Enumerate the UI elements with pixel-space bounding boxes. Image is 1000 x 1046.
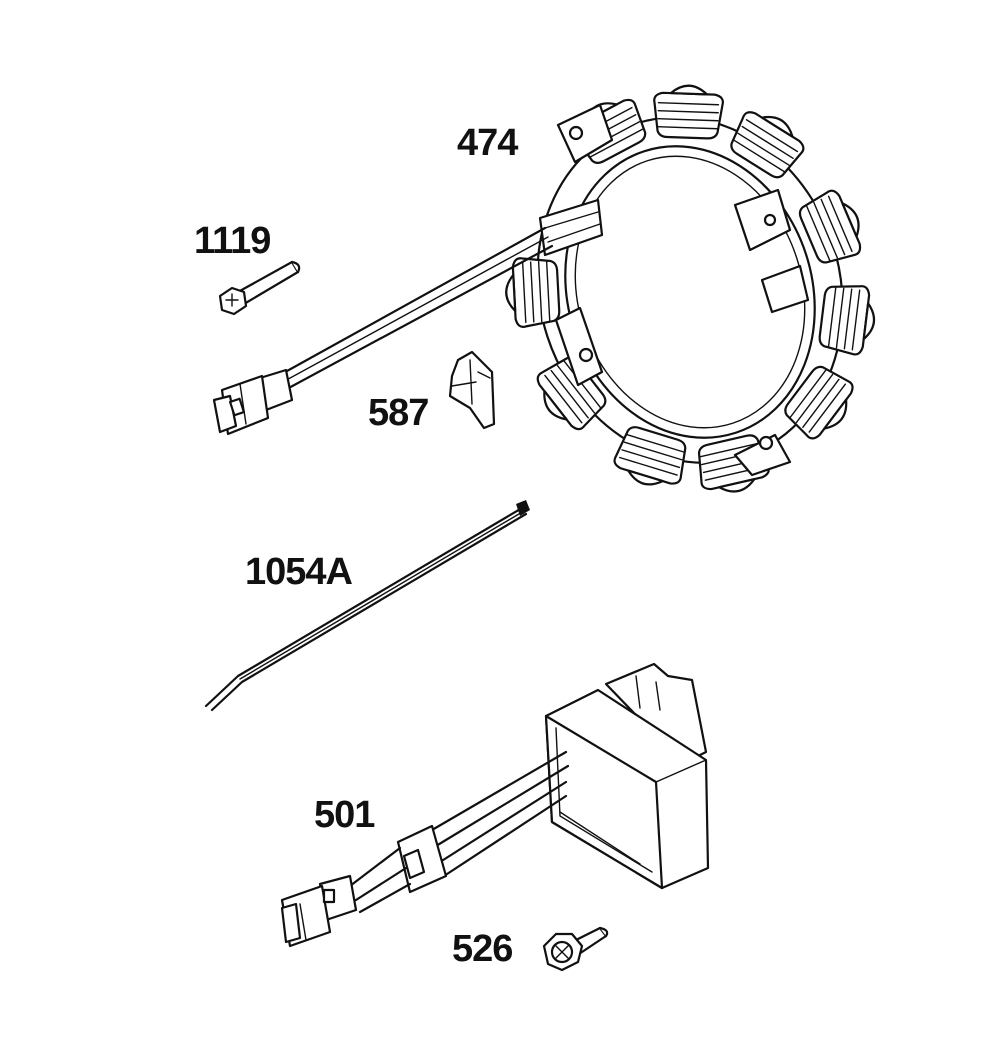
part-label-1119: 1119 [194,220,271,262]
stator-coil [730,111,805,179]
stator-474-drawing [505,84,876,493]
stator-coil [505,257,561,328]
stator-coil [613,426,687,486]
regulator-wire-harness [280,750,570,948]
stator-coil [653,84,724,140]
stator-coil [818,285,876,356]
bolt-526-drawing [542,926,609,972]
stator-coil [536,356,607,431]
part-label-501: 501 [314,794,375,836]
stator-coil [798,189,862,264]
regulator-501-drawing [544,662,710,890]
part-label-474: 474 [457,122,518,164]
stator-lead-wire [212,226,554,436]
stator-coil [784,365,854,440]
part-label-1054a: 1054A [245,551,353,593]
screw-1119-drawing [218,260,301,316]
clip-587-drawing [448,350,496,430]
cable-tie-1054a-drawing [204,500,530,712]
part-label-526: 526 [452,928,513,970]
part-label-587: 587 [368,392,429,434]
